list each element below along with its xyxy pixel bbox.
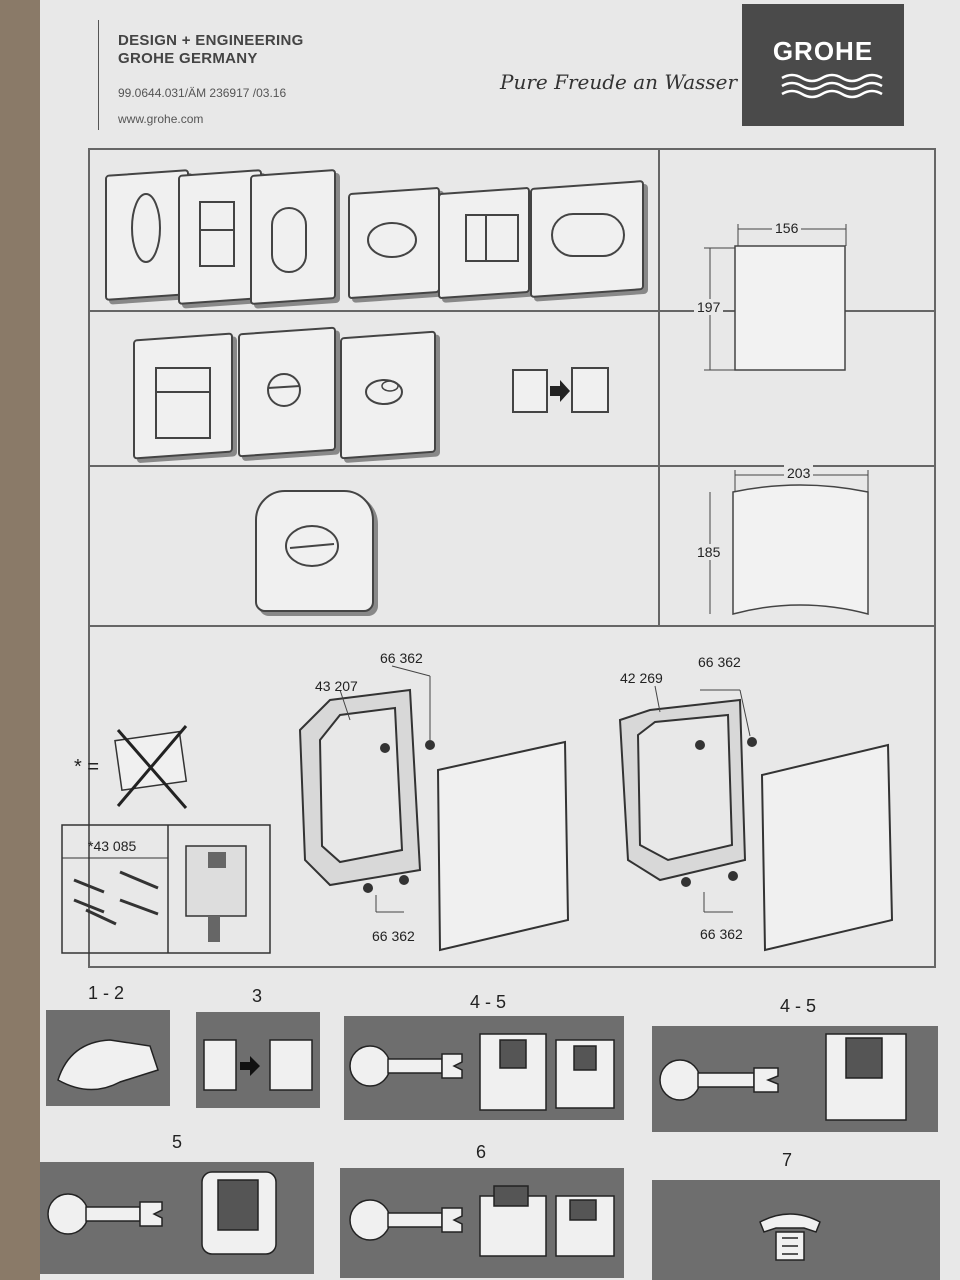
logo-text: GROHE (772, 36, 874, 66)
cleaning-hand-icon (57, 1039, 159, 1091)
step-label: 6 (476, 1142, 487, 1162)
step-label: 4 - 5 (470, 992, 507, 1012)
part-number: 66 362 (372, 928, 415, 944)
curved-flush-plate (255, 490, 374, 612)
grohe-logo: GROHE (742, 4, 904, 126)
step-label: 4 - 5 (780, 996, 817, 1016)
dimension-width-label: 203 (784, 465, 814, 481)
wrench-icon (349, 1199, 463, 1241)
wrench-icon (349, 1045, 463, 1087)
document-number: 99.0644.031/ÄM 236917 /03.16 (118, 86, 287, 100)
phone-service-icon (759, 1213, 821, 1261)
part-number: 42 269 (620, 670, 663, 686)
kit-number: *43 085 (88, 838, 137, 854)
cistern-icon (201, 1171, 277, 1255)
slogan: Pure Freude an Wasser (500, 70, 738, 94)
header-line-2: GROHE GERMANY (118, 50, 258, 67)
step-label: 5 (172, 1132, 183, 1152)
part-number: 43 207 (315, 678, 358, 694)
part-number: 66 362 (700, 926, 743, 942)
wrench-icon (47, 1193, 163, 1235)
dimension-height-label: 185 (694, 544, 724, 560)
product-overview-frame (88, 148, 936, 968)
replace-plate-icon (203, 1039, 313, 1091)
dimension-height-label: 197 (694, 299, 724, 315)
row-divider (88, 465, 936, 467)
step-panel-service (652, 1180, 940, 1280)
step-label: 3 (252, 986, 263, 1006)
header-line-1: DESIGN + ENGINEERING (118, 32, 304, 49)
not-included-symbol: * = (74, 756, 100, 778)
part-number: 66 362 (698, 654, 741, 670)
dimension-width-label: 156 (772, 220, 802, 236)
cistern-icon (479, 1185, 615, 1257)
part-number: 66 362 (380, 650, 423, 666)
cistern-icon (479, 1033, 615, 1111)
row-divider (88, 625, 936, 627)
header-divider (98, 20, 99, 130)
wrench-icon (659, 1059, 779, 1101)
step-label: 1 - 2 (88, 983, 125, 1003)
step-label: 7 (782, 1150, 793, 1170)
row-divider (88, 310, 936, 312)
website: www.grohe.com (118, 112, 204, 126)
frame-icon (825, 1033, 907, 1121)
logo-wave-icon (781, 73, 883, 99)
column-divider (658, 148, 660, 625)
